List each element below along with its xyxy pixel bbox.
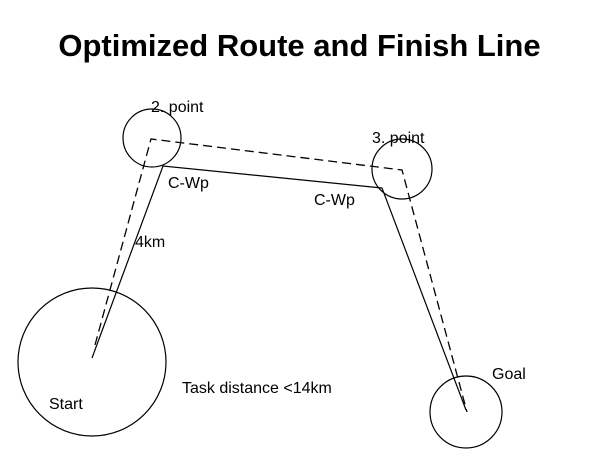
goal-cylinder (429, 375, 503, 449)
diagram-title: Optimized Route and Finish Line (58, 28, 541, 63)
goal-label: Goal (492, 366, 526, 383)
optimized-route-line (91, 165, 467, 411)
cwp-label-right: C-Wp (314, 192, 355, 209)
task-distance-label: Task distance <14km (182, 380, 332, 397)
point3-cylinder (371, 138, 433, 200)
start-cylinder (17, 287, 167, 437)
distance-leg-label: 4km (135, 234, 165, 251)
cwp-label-left: C-Wp (168, 175, 209, 192)
center-route-line (94, 138, 468, 413)
point3-label: 3. point (372, 130, 425, 147)
start-label: Start (49, 396, 83, 413)
point2-cylinder (122, 108, 182, 168)
point2-label: 2. point (151, 99, 204, 116)
